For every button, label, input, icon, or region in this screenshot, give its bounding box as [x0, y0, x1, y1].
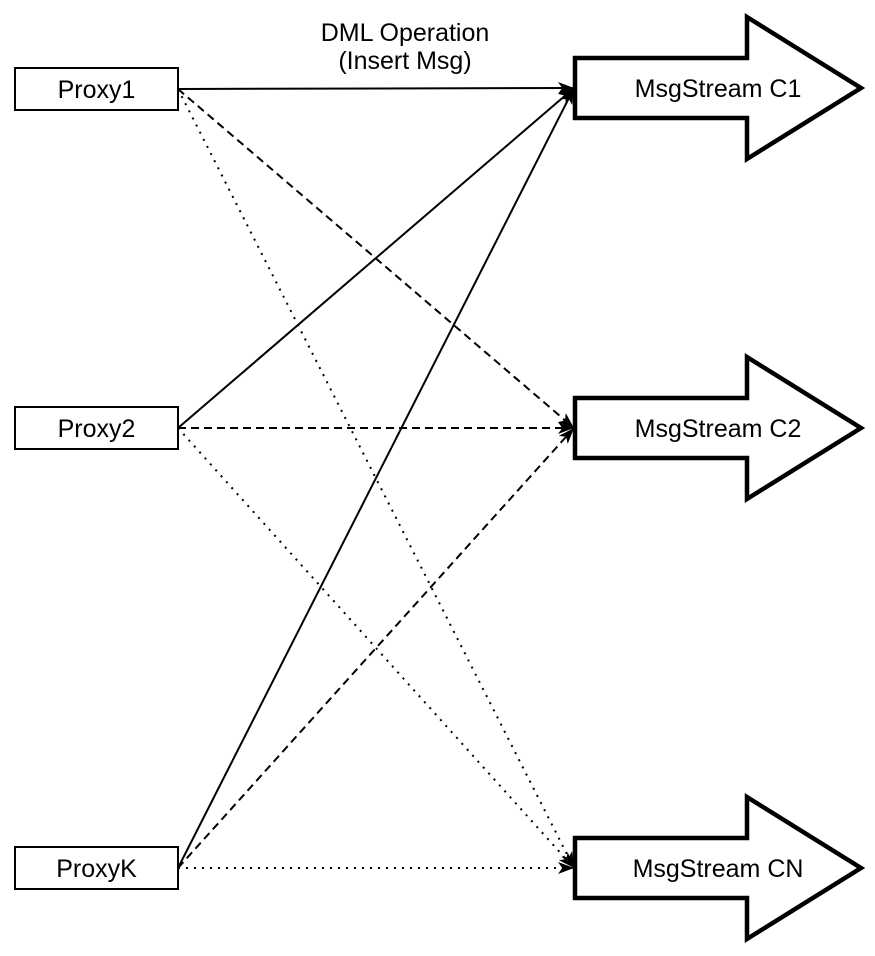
proxy-label-proxy1: Proxy1: [58, 76, 136, 104]
edge-proxy1-c1: [177, 82, 575, 95]
node-msgstream-c1: MsgStream C1: [572, 12, 866, 164]
edge-proxy2-cn: [177, 427, 575, 869]
node-msgstream-c2: MsgStream C2: [572, 352, 866, 504]
msgstream-arrow-shape-cn: [572, 792, 866, 944]
msgstream-label-cn: MsgStream CN: [633, 855, 804, 883]
nodes-layer: MsgStream C1 MsgStream C2 MsgStream CN Prox…: [14, 12, 866, 944]
proxy-label-proxy2: Proxy2: [58, 415, 136, 443]
edge-proxyK-c2: [177, 427, 575, 869]
node-proxy2: Proxy2: [14, 406, 179, 450]
msgstream-label-c2: MsgStream C2: [635, 415, 802, 443]
edge-proxy2-c1: [177, 87, 575, 429]
edges-layer: [177, 82, 575, 874]
msgstream-arrow-shape-c2: [572, 352, 866, 504]
diagram-title: DML Operation (Insert Msg): [255, 19, 555, 75]
proxy-box-shape-proxy1: [14, 67, 179, 111]
msgstream-arrow-shape-c1: [572, 12, 866, 164]
edge-proxyK-c1: [177, 87, 575, 869]
diagram-title-line2: (Insert Msg): [338, 47, 472, 75]
msgstream-label-c1: MsgStream C1: [635, 75, 802, 103]
node-proxyK: ProxyK: [14, 846, 179, 890]
edge-proxy1-cn: [177, 88, 575, 869]
node-proxy1: Proxy1: [14, 67, 179, 111]
diagram-title-line1: DML Operation: [320, 19, 490, 47]
node-msgstream-cn: MsgStream CN: [572, 792, 866, 944]
proxy-label-proxyK: ProxyK: [56, 855, 137, 883]
